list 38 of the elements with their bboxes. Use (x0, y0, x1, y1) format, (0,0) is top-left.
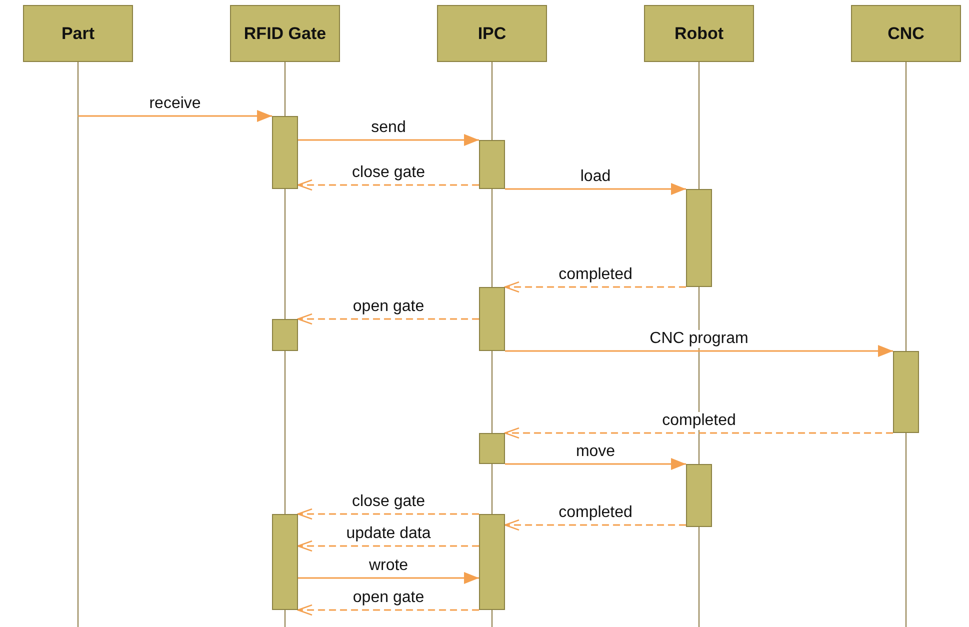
message-arrow (298, 572, 479, 584)
message-arrow (504, 427, 893, 439)
message-arrow (505, 458, 686, 470)
edge-label: open gate (350, 298, 426, 316)
lifeline-header: IPC (437, 5, 547, 62)
edge-label: update data (344, 525, 433, 543)
activation-bar (272, 514, 298, 610)
activation-bar (479, 514, 505, 610)
activation-bar (272, 116, 298, 189)
edge-label: completed (556, 266, 634, 284)
activation-bar (686, 189, 712, 287)
edge-label: close gate (350, 493, 427, 511)
message-arrow (505, 183, 686, 195)
message-arrow (505, 345, 893, 357)
message-arrow (297, 540, 479, 552)
message-arrow (297, 508, 479, 520)
message-arrow (297, 179, 479, 191)
activation-bar (686, 464, 712, 527)
activation-bar (479, 140, 505, 189)
message-arrow (78, 110, 272, 122)
message-arrow (297, 313, 479, 325)
lifeline-header: RFID Gate (230, 5, 340, 62)
edge-label: open gate (350, 589, 426, 607)
message-arrow (504, 519, 686, 531)
lifeline-header: CNC (851, 5, 961, 62)
message-arrow (504, 281, 686, 293)
lifeline-header: Robot (644, 5, 754, 62)
edge-label: CNC program (648, 330, 750, 348)
edge-label: close gate (350, 164, 427, 182)
activation-bar (893, 351, 919, 433)
message-arrow (297, 604, 479, 616)
activation-bar (479, 433, 505, 464)
lifeline-header: Part (23, 5, 133, 62)
edge-label: completed (660, 412, 738, 430)
activation-bar (479, 287, 505, 351)
edge-label: completed (556, 504, 634, 522)
activation-bar (272, 319, 298, 351)
message-arrow (298, 134, 479, 146)
